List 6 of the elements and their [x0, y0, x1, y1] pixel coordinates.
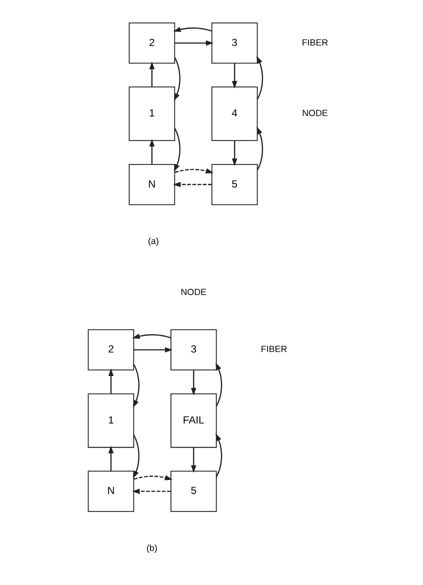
label: (a) [148, 236, 159, 246]
label: NODE [302, 108, 328, 118]
label: FIBER [260, 344, 288, 354]
label: NODE [180, 286, 207, 297]
label: (b) [146, 542, 158, 553]
label: FIBER [302, 37, 328, 48]
